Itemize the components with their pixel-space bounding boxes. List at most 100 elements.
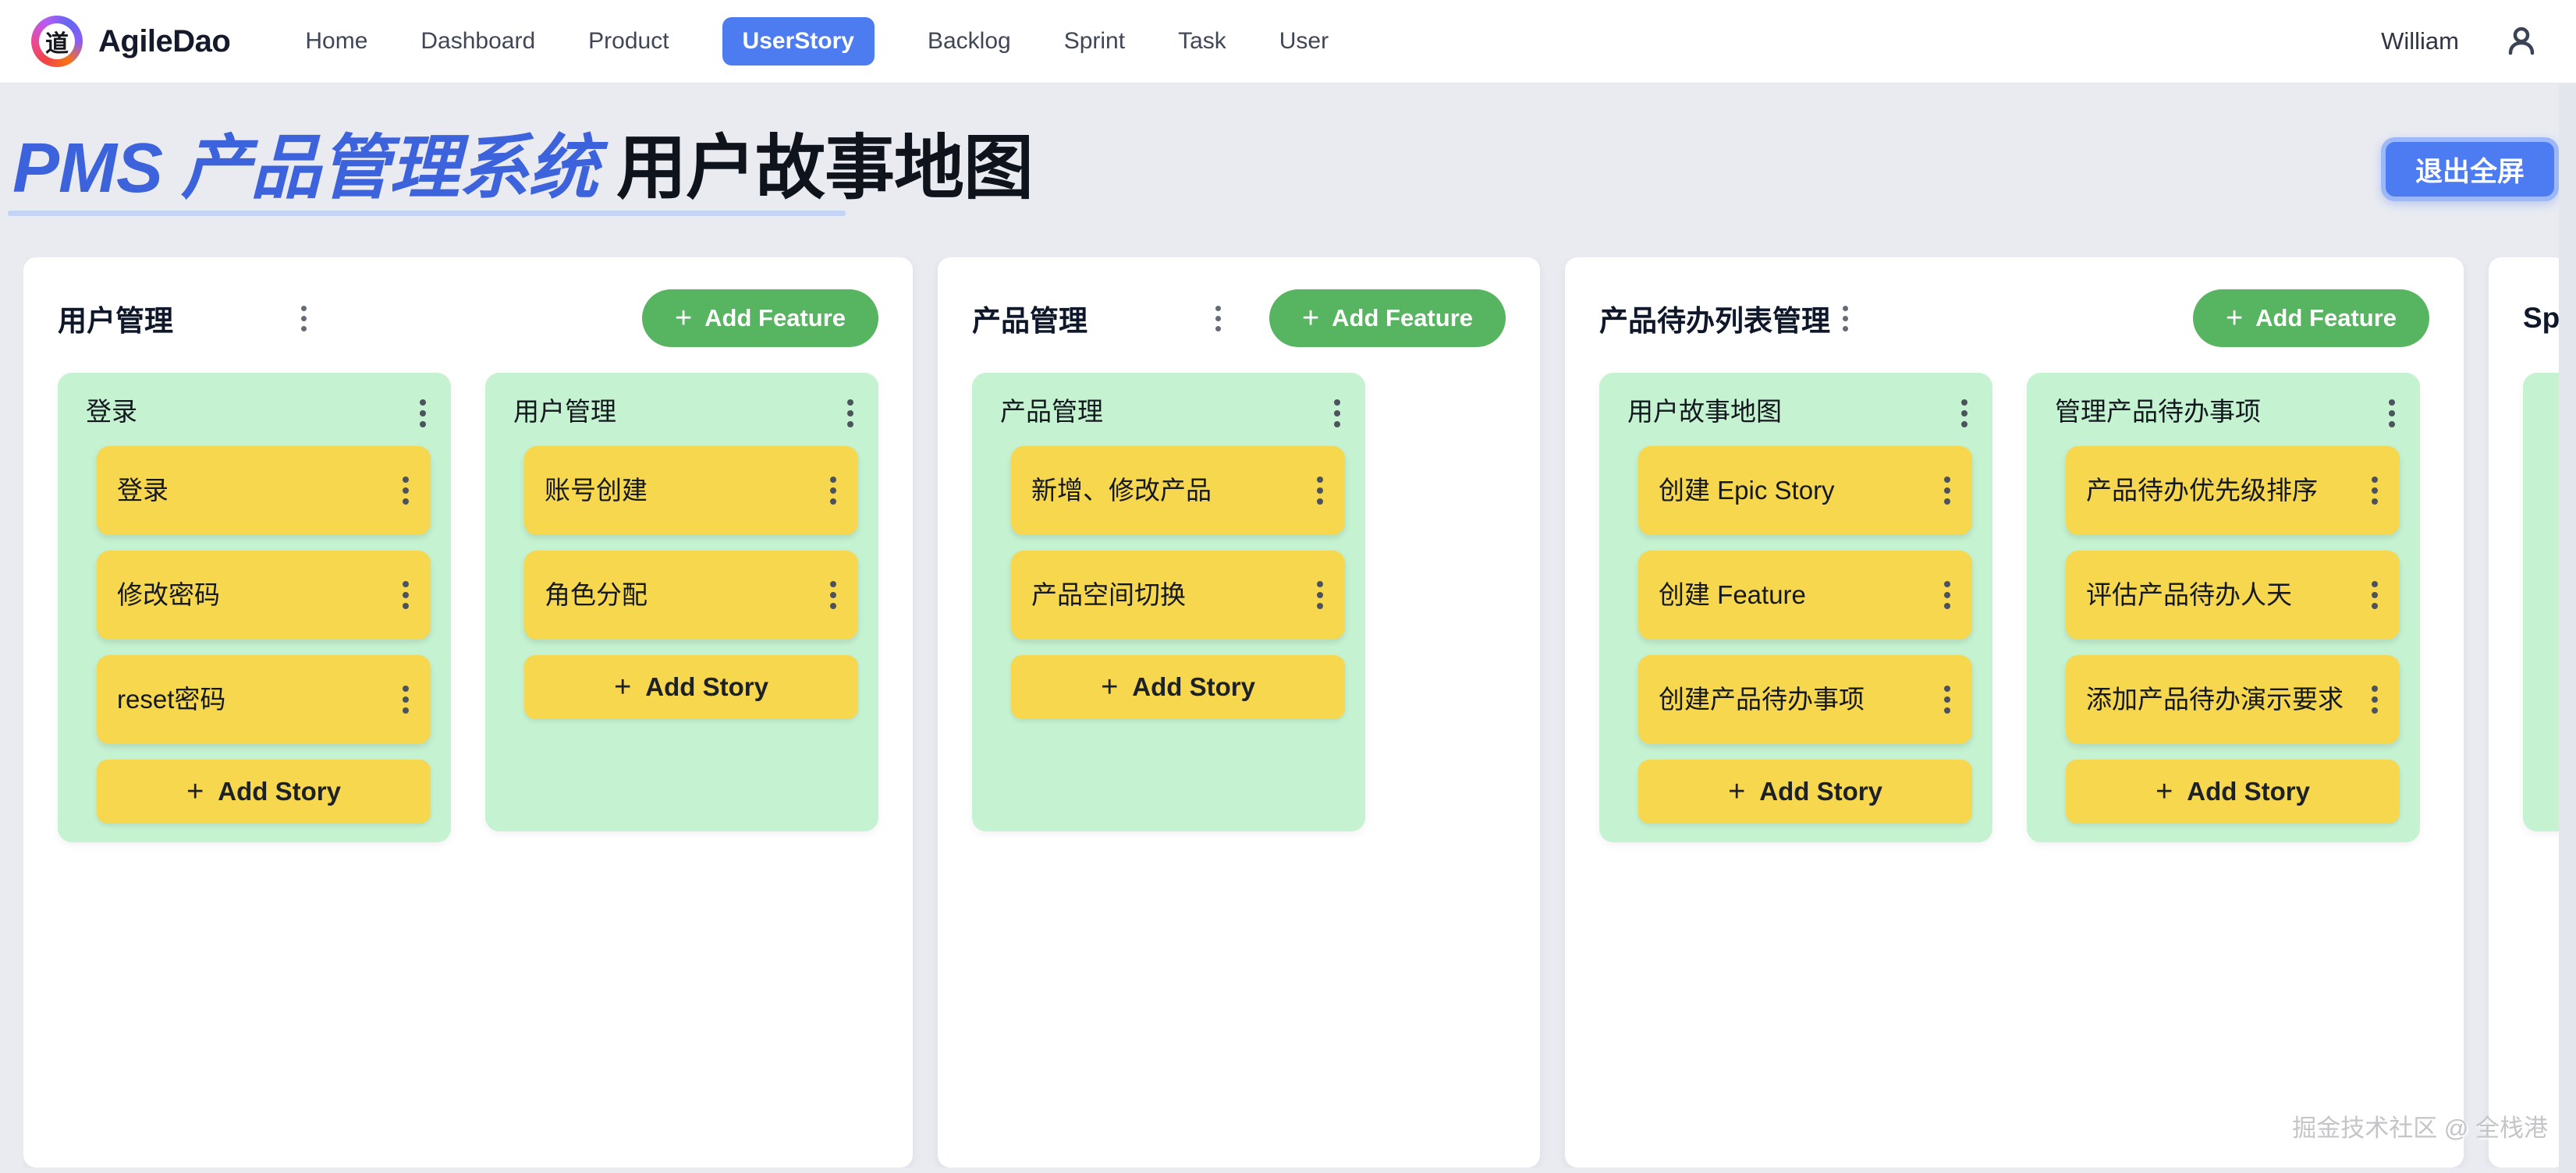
nav-right: William — [2381, 24, 2539, 58]
story-card[interactable]: 创建 Feature — [1638, 551, 1972, 640]
story-title: 登录 — [117, 476, 169, 505]
feature-title: 登录 — [86, 397, 137, 426]
add-story-label: Add Story — [2187, 777, 2310, 806]
nav-item-product[interactable]: Product — [588, 28, 669, 54]
nav-item-dashboard[interactable]: Dashboard — [420, 28, 536, 54]
epic-column: 产品管理 + Add Feature 产品管理 新增、修改产品 产品空间切换 +… — [938, 257, 1540, 1168]
feature-title: 用户管理 — [513, 397, 616, 426]
nav-item-sprint[interactable]: Sprint — [1063, 28, 1126, 54]
epic-menu-icon[interactable] — [1838, 301, 1853, 336]
feature-list: 用户故事地图 创建 Epic Story 创建 Feature 创建产品待办事项… — [1599, 373, 2429, 842]
story-list: 产品待办优先级排序 评估产品待办人天 添加产品待办演示要求 — [2066, 446, 2400, 744]
story-card[interactable]: 评估产品待办人天 — [2066, 551, 2400, 640]
add-feature-button[interactable]: + Add Feature — [1268, 289, 1506, 347]
story-menu-icon[interactable] — [825, 472, 841, 509]
add-story-button[interactable]: + Add Story — [97, 760, 431, 824]
story-card[interactable]: 修改密码 — [97, 551, 431, 640]
epic-menu-icon[interactable] — [1211, 301, 1226, 336]
story-menu-icon[interactable] — [1312, 472, 1328, 509]
add-feature-button[interactable]: + Add Feature — [641, 289, 878, 347]
epic-title: 产品管理 — [972, 305, 1088, 337]
add-story-button[interactable]: + Add Story — [1638, 760, 1972, 824]
nav-menu: Home Dashboard Product UserStory Backlog Spri… — [305, 17, 1329, 66]
epic-header: 产品管理 + Add Feature — [972, 289, 1506, 348]
page-title-system: PMS 产品管理系统 — [12, 129, 598, 207]
story-list: 账号创建 角色分配 — [524, 446, 858, 640]
feature-list: 登录 登录 修改密码 reset密码 + Add Story 用户管理 账号创建… — [58, 373, 878, 842]
feature-card: 登录 登录 修改密码 reset密码 + Add Story — [58, 373, 451, 842]
user-avatar-icon[interactable] — [2504, 24, 2539, 58]
feature-card: 用户管理 账号创建 角色分配 + Add Story — [485, 373, 878, 831]
nav-item-backlog[interactable]: Backlog — [927, 28, 1011, 54]
nav-item-home[interactable]: Home — [305, 28, 368, 54]
story-menu-icon[interactable] — [1312, 576, 1328, 614]
epic-title: Sp — [2523, 302, 2560, 334]
story-menu-icon[interactable] — [398, 472, 413, 509]
story-title: 创建 Epic Story — [1659, 476, 1835, 505]
agiledao-logo-icon: 道 — [31, 16, 83, 67]
feature-title: 管理产品待办事项 — [2055, 397, 2261, 426]
epic-column: Sp + Add Feature + Add Story — [2489, 257, 2567, 1168]
story-title: 产品空间切换 — [1031, 580, 1186, 609]
nav-item-user[interactable]: User — [1279, 28, 1329, 54]
story-card[interactable]: 添加产品待办演示要求 — [2066, 655, 2400, 744]
plus-icon: + — [674, 302, 693, 335]
feature-header: 管理产品待办事项 — [2055, 395, 2400, 429]
epic-header: Sp + Add Feature — [2523, 289, 2560, 348]
plus-icon: + — [1728, 774, 1746, 808]
story-menu-icon[interactable] — [2367, 681, 2383, 718]
feature-menu-icon[interactable] — [1957, 395, 1972, 432]
story-card[interactable]: 创建 Epic Story — [1638, 446, 1972, 535]
plus-icon: + — [1301, 302, 1320, 335]
add-story-button[interactable]: + Add Story — [524, 655, 858, 719]
epic-column: 用户管理 + Add Feature 登录 登录 修改密码 reset密码 + … — [23, 257, 913, 1168]
user-name-label: William — [2381, 27, 2459, 55]
feature-header: 用户管理 — [513, 395, 858, 429]
nav-item-task[interactable]: Task — [1178, 28, 1226, 54]
add-feature-label: Add Feature — [704, 304, 846, 331]
story-title: 新增、修改产品 — [1031, 476, 1212, 505]
story-card[interactable]: reset密码 — [97, 655, 431, 744]
epic-title: 用户管理 — [58, 305, 173, 337]
logo-dao-character: 道 — [39, 23, 75, 59]
story-card[interactable]: 登录 — [97, 446, 431, 535]
add-story-button[interactable]: + Add Story — [2066, 760, 2400, 824]
add-feature-button[interactable]: + Add Feature — [2192, 289, 2429, 347]
story-menu-icon[interactable] — [2367, 576, 2383, 614]
story-card[interactable]: 创建产品待办事项 — [1638, 655, 1972, 744]
story-card[interactable]: 账号创建 — [524, 446, 858, 535]
nav-item-userstory[interactable]: UserStory — [722, 17, 875, 66]
story-card[interactable]: 产品待办优先级排序 — [2066, 446, 2400, 535]
feature-header: 用户故事地图 — [1627, 395, 1972, 429]
add-story-label: Add Story — [218, 777, 341, 806]
story-list: 创建 Epic Story 创建 Feature 创建产品待办事项 — [1638, 446, 1972, 744]
feature-menu-icon[interactable] — [1329, 395, 1345, 432]
add-feature-label: Add Feature — [1332, 304, 1473, 331]
story-menu-icon[interactable] — [1939, 576, 1955, 614]
story-title: 修改密码 — [117, 580, 220, 609]
story-card[interactable]: 角色分配 — [524, 551, 858, 640]
page-title: PMS 产品管理系统 用户故事地图 — [12, 111, 1034, 212]
feature-list: + Add Story — [2523, 373, 2567, 831]
brand-name: AgileDao — [98, 23, 231, 58]
add-story-button[interactable]: + Add Story — [1011, 655, 1345, 719]
story-card[interactable]: 新增、修改产品 — [1011, 446, 1345, 535]
exit-fullscreen-button[interactable]: 退出全屏 — [2380, 137, 2559, 201]
story-menu-icon[interactable] — [2367, 472, 2383, 509]
story-menu-icon[interactable] — [398, 681, 413, 718]
story-menu-icon[interactable] — [1939, 472, 1955, 509]
story-menu-icon[interactable] — [1939, 681, 1955, 718]
story-card[interactable]: 产品空间切换 — [1011, 551, 1345, 640]
plus-icon: + — [2156, 774, 2173, 808]
feature-menu-icon[interactable] — [2384, 395, 2400, 432]
story-title: 角色分配 — [545, 580, 648, 609]
epic-menu-icon[interactable] — [296, 301, 311, 336]
story-menu-icon[interactable] — [398, 576, 413, 614]
story-menu-icon[interactable] — [825, 576, 841, 614]
epic-title: 产品待办列表管理 — [1599, 305, 1830, 337]
feature-card: 用户故事地图 创建 Epic Story 创建 Feature 创建产品待办事项… — [1599, 373, 1992, 842]
feature-menu-icon[interactable] — [415, 395, 431, 432]
feature-menu-icon[interactable] — [843, 395, 858, 432]
scrollbar-track[interactable] — [2559, 84, 2576, 1173]
feature-header: 登录 — [86, 395, 431, 429]
